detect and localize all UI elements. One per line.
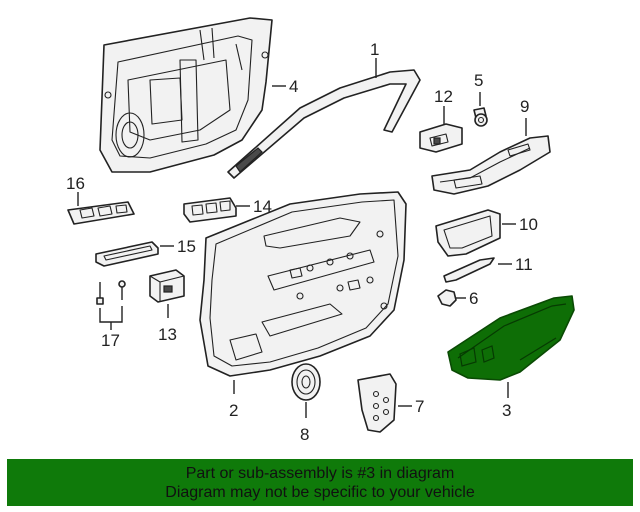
part-15-bezel[interactable] — [95, 241, 159, 267]
callout-8: 8 — [300, 425, 309, 444]
part-12-switch[interactable] — [419, 123, 463, 153]
part-17-clips[interactable] — [96, 280, 126, 305]
callout-15: 15 — [177, 237, 196, 256]
callout-3: 3 — [502, 401, 511, 420]
part-8-speaker[interactable] — [291, 363, 321, 401]
banner-line-1: Part or sub-assembly is #3 in diagram — [185, 464, 455, 482]
info-banner: Part or sub-assembly is #3 in diagram Di… — [7, 459, 633, 506]
part-16-window-switch[interactable] — [67, 201, 135, 225]
callout-2: 2 — [229, 401, 238, 420]
callout-9: 9 — [520, 97, 529, 116]
part-1-run-channel[interactable] — [227, 69, 421, 179]
part-4-door-frame[interactable] — [99, 17, 273, 173]
callout-11: 11 — [515, 255, 533, 274]
callout-7: 7 — [415, 397, 424, 416]
parts-diagram: 4 1 5 12 9 16 14 — [66, 17, 575, 444]
part-5-screw[interactable] — [473, 107, 488, 127]
part-9-armrest[interactable] — [431, 135, 551, 195]
callout-1: 1 — [370, 40, 379, 59]
leader-17 — [99, 306, 123, 330]
part-13-switch-module[interactable] — [149, 269, 185, 303]
callout-16: 16 — [66, 174, 85, 193]
callout-5: 5 — [474, 71, 483, 90]
callout-10: 10 — [519, 215, 538, 234]
part-10-pocket[interactable] — [435, 209, 501, 257]
callout-17: 17 — [101, 331, 120, 350]
part-3-trim-cover[interactable] — [447, 295, 575, 381]
part-7-bracket[interactable] — [357, 373, 397, 433]
banner-line-2: Diagram may not be specific to your vehi… — [165, 483, 475, 501]
callout-12: 12 — [434, 87, 453, 106]
part-14-switch[interactable] — [183, 197, 237, 223]
part-6-nut[interactable] — [437, 289, 457, 307]
callout-14: 14 — [253, 197, 272, 216]
callout-6: 6 — [469, 289, 478, 308]
callout-13: 13 — [158, 325, 177, 344]
callout-4: 4 — [289, 77, 298, 96]
part-2-door-panel[interactable] — [199, 191, 407, 377]
part-11-seal[interactable] — [443, 257, 495, 283]
